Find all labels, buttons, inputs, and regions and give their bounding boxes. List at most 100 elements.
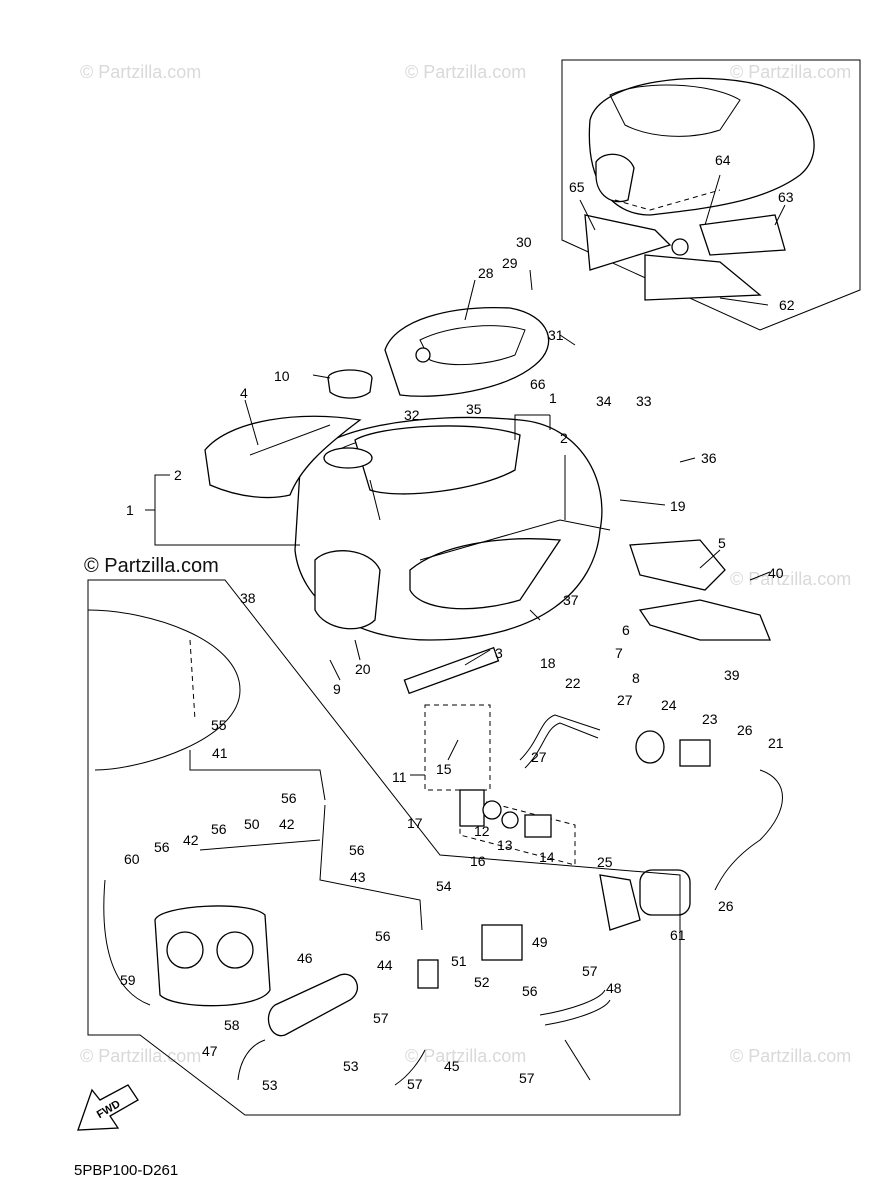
callout-27: 27	[617, 692, 633, 708]
callout-31: 31	[548, 327, 564, 343]
callout-57: 57	[373, 1010, 389, 1026]
callout-37: 37	[563, 592, 579, 608]
diagram-code: 5PBP100-D261	[74, 1162, 179, 1179]
inset-tank-underside	[561, 59, 861, 331]
callout-16: 16	[470, 853, 486, 869]
lower-evap-group	[87, 579, 681, 1116]
callout-17: 17	[407, 815, 423, 831]
watermark: © Partzilla.com	[405, 62, 526, 82]
callout-61: 61	[670, 927, 686, 943]
callout-10: 10	[274, 368, 290, 384]
fuel-cock	[403, 646, 576, 866]
callout-62: 62	[779, 297, 795, 313]
callout-5: 5	[718, 535, 726, 551]
callout-48: 48	[606, 980, 622, 996]
callout-2: 2	[560, 430, 568, 446]
callout-59: 59	[120, 972, 136, 988]
callout-64: 64	[715, 152, 731, 168]
watermark: © Partzilla.com	[730, 569, 851, 589]
callout-57: 57	[582, 963, 598, 979]
callout-20: 20	[355, 661, 371, 677]
callout-15: 15	[436, 761, 452, 777]
callout-33: 33	[636, 393, 652, 409]
callout-56: 56	[281, 790, 297, 806]
callout-65: 65	[569, 179, 585, 195]
callout-56: 56	[211, 821, 227, 837]
callout-32: 32	[404, 407, 420, 423]
callout-53: 53	[262, 1077, 278, 1093]
callout-36: 36	[701, 450, 717, 466]
callout-35: 35	[466, 401, 482, 417]
seat-bracket	[629, 539, 771, 641]
callout-1: 1	[549, 390, 557, 406]
watermark: © Partzilla.com	[730, 1046, 851, 1066]
callout-2: 2	[174, 467, 182, 483]
callout-56: 56	[349, 842, 365, 858]
callout-57: 57	[519, 1070, 535, 1086]
callout-9: 9	[333, 681, 341, 697]
callouts: 1 1 2 2 3 4 5 6 7 8 9 10 11 12 13 14 15 …	[120, 152, 795, 1093]
callout-28: 28	[478, 265, 494, 281]
callout-29: 29	[502, 255, 518, 271]
callout-43: 43	[350, 869, 366, 885]
callout-63: 63	[778, 189, 794, 205]
callout-13: 13	[497, 837, 513, 853]
callout-51: 51	[451, 953, 467, 969]
callout-3: 3	[495, 645, 503, 661]
callout-49: 49	[532, 934, 548, 950]
callout-39: 39	[724, 667, 740, 683]
callout-46: 46	[297, 950, 313, 966]
callout-57: 57	[407, 1076, 423, 1092]
fwd-arrow: FWD	[77, 1084, 139, 1131]
callout-27: 27	[531, 749, 547, 765]
callout-40: 40	[768, 565, 784, 581]
callout-18: 18	[540, 655, 556, 671]
callout-8: 8	[632, 670, 640, 686]
fuel-line	[519, 714, 783, 931]
callout-7: 7	[615, 645, 623, 661]
watermark: © Partzilla.com	[405, 1046, 526, 1066]
callout-19: 19	[670, 498, 686, 514]
callout-42: 42	[183, 832, 199, 848]
callout-45: 45	[444, 1058, 460, 1074]
callout-56: 56	[154, 839, 170, 855]
watermark: © Partzilla.com	[730, 62, 851, 82]
callout-21: 21	[768, 735, 784, 751]
callout-25: 25	[597, 854, 613, 870]
callout-60: 60	[124, 851, 140, 867]
emblem-panel	[204, 415, 362, 499]
callout-6: 6	[622, 622, 630, 638]
callout-23: 23	[702, 711, 718, 727]
callout-56: 56	[522, 983, 538, 999]
callout-26: 26	[737, 722, 753, 738]
fuel-tank	[294, 416, 611, 641]
callout-11: 11	[392, 769, 407, 785]
callout-34: 34	[596, 393, 612, 409]
watermark: © Partzilla.com	[80, 1046, 201, 1066]
callout-53: 53	[343, 1058, 359, 1074]
tank-cover	[384, 306, 550, 397]
callout-66: 66	[530, 376, 546, 392]
watermark-dark: © Partzilla.com	[84, 555, 219, 577]
callout-1: 1	[126, 502, 134, 518]
callout-54: 54	[436, 878, 452, 894]
callout-38: 38	[240, 590, 256, 606]
callout-14: 14	[539, 849, 555, 865]
watermark: © Partzilla.com	[80, 62, 201, 82]
fuel-cap	[327, 369, 373, 399]
callout-55: 55	[211, 717, 227, 733]
callout-47: 47	[202, 1043, 218, 1059]
callout-41: 41	[212, 745, 228, 761]
callout-50: 50	[244, 816, 260, 832]
callout-26: 26	[718, 898, 734, 914]
callout-42: 42	[279, 816, 295, 832]
callout-58: 58	[224, 1017, 240, 1033]
callout-22: 22	[565, 675, 581, 691]
callout-4: 4	[240, 385, 248, 401]
callout-44: 44	[377, 957, 393, 973]
callout-56: 56	[375, 928, 391, 944]
callout-24: 24	[661, 697, 677, 713]
callout-12: 12	[474, 823, 490, 839]
callout-52: 52	[474, 974, 490, 990]
